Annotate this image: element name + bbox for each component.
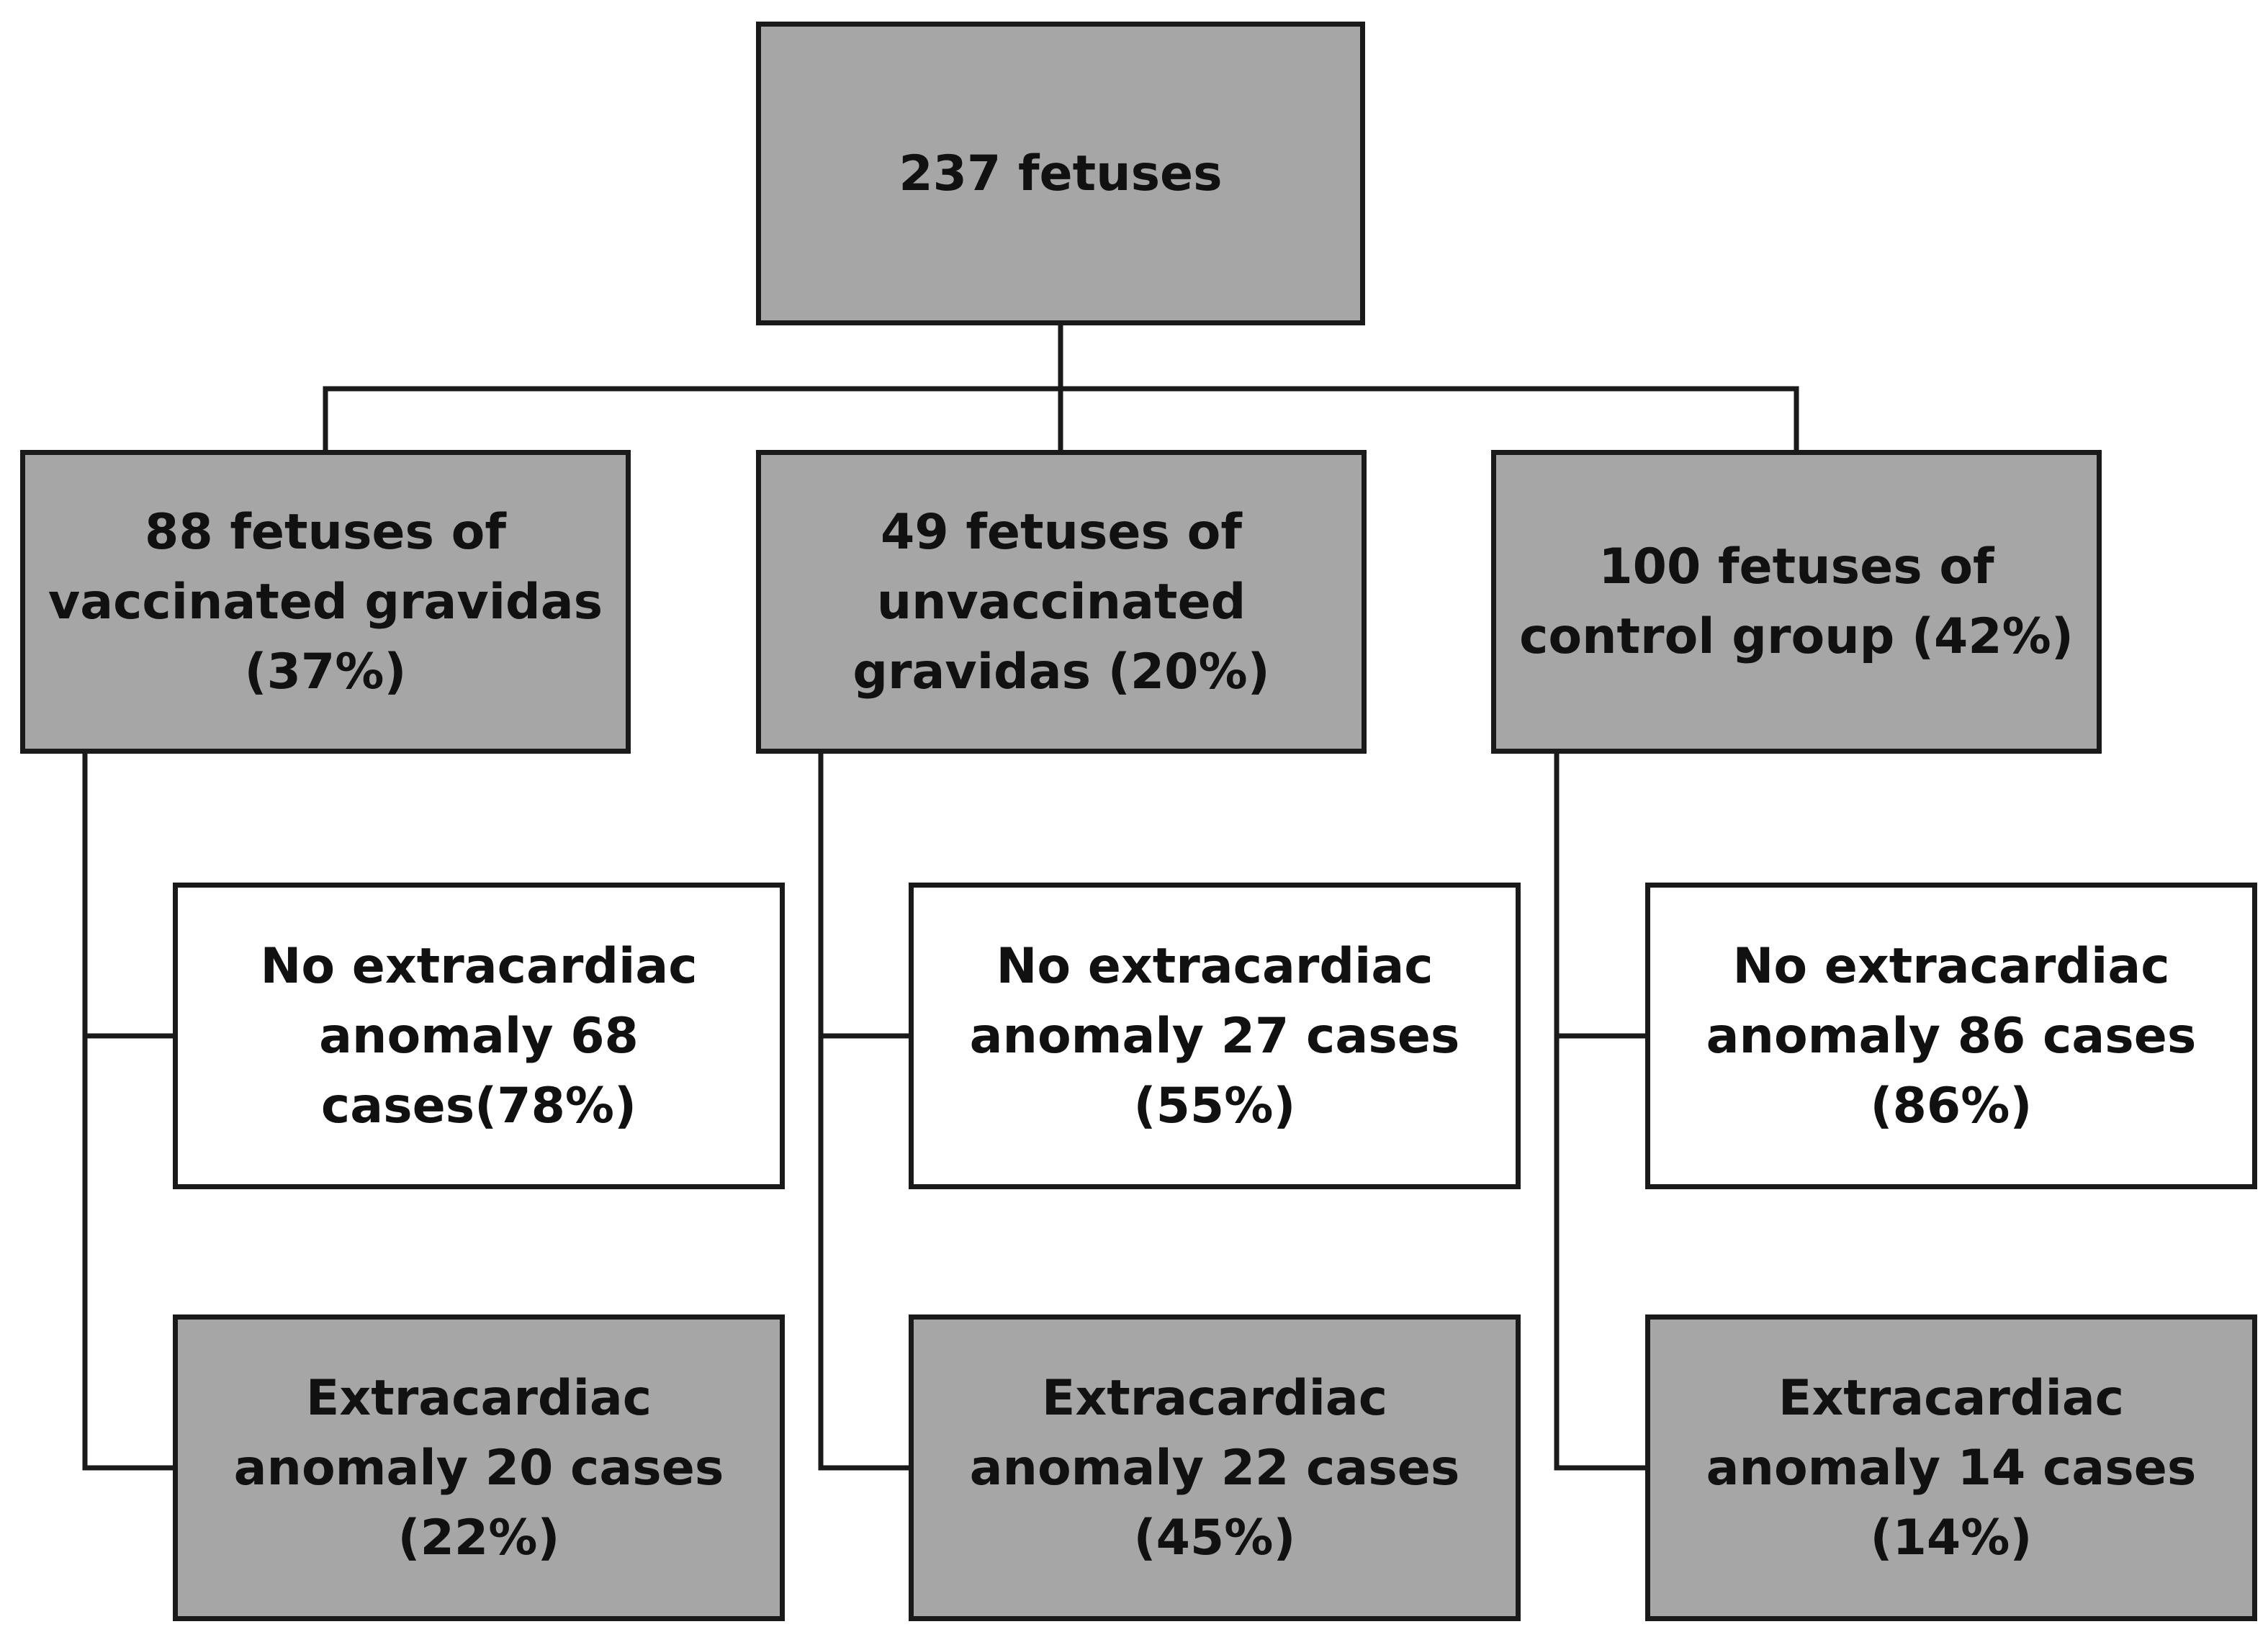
- outcome-label: Extracardiac anomaly 22 cases (45%): [969, 1369, 1460, 1566]
- outcome-no-anomaly-unvaccinated: No extracardiac anomaly 27 cases (55%): [909, 883, 1521, 1189]
- outcome-anomaly-vaccinated: Extracardiac anomaly 20 cases (22%): [173, 1314, 785, 1621]
- outcome-anomaly-control: Extracardiac anomaly 14 cases (14%): [1645, 1314, 2257, 1621]
- outcome-no-anomaly-vaccinated: No extracardiac anomaly 68 cases(78%): [173, 883, 785, 1189]
- root-node-box: 237 fetuses: [756, 22, 1365, 325]
- group-node-control: 100 fetuses of control group (42%): [1491, 450, 2102, 754]
- group-node-label: 100 fetuses of control group (42%): [1519, 538, 2074, 665]
- outcome-label: No extracardiac anomaly 68 cases(78%): [260, 937, 698, 1135]
- outcome-anomaly-unvaccinated: Extracardiac anomaly 22 cases (45%): [909, 1314, 1521, 1621]
- group-node-vaccinated: 88 fetuses of vaccinated gravidas (37%): [20, 450, 631, 754]
- group-node-label: 88 fetuses of vaccinated gravidas (37%): [48, 503, 603, 700]
- outcome-label: Extracardiac anomaly 20 cases (22%): [233, 1369, 724, 1566]
- outcome-label: No extracardiac anomaly 27 cases (55%): [969, 937, 1460, 1135]
- outcome-no-anomaly-control: No extracardiac anomaly 86 cases (86%): [1645, 883, 2257, 1189]
- outcome-label: Extracardiac anomaly 14 cases (14%): [1706, 1369, 2197, 1566]
- outcome-label: No extracardiac anomaly 86 cases (86%): [1706, 937, 2197, 1135]
- group-node-label: 49 fetuses of unvaccinated gravidas (20%…: [852, 503, 1270, 700]
- group-node-unvaccinated: 49 fetuses of unvaccinated gravidas (20%…: [756, 450, 1367, 754]
- root-node-label: 237 fetuses: [899, 145, 1223, 202]
